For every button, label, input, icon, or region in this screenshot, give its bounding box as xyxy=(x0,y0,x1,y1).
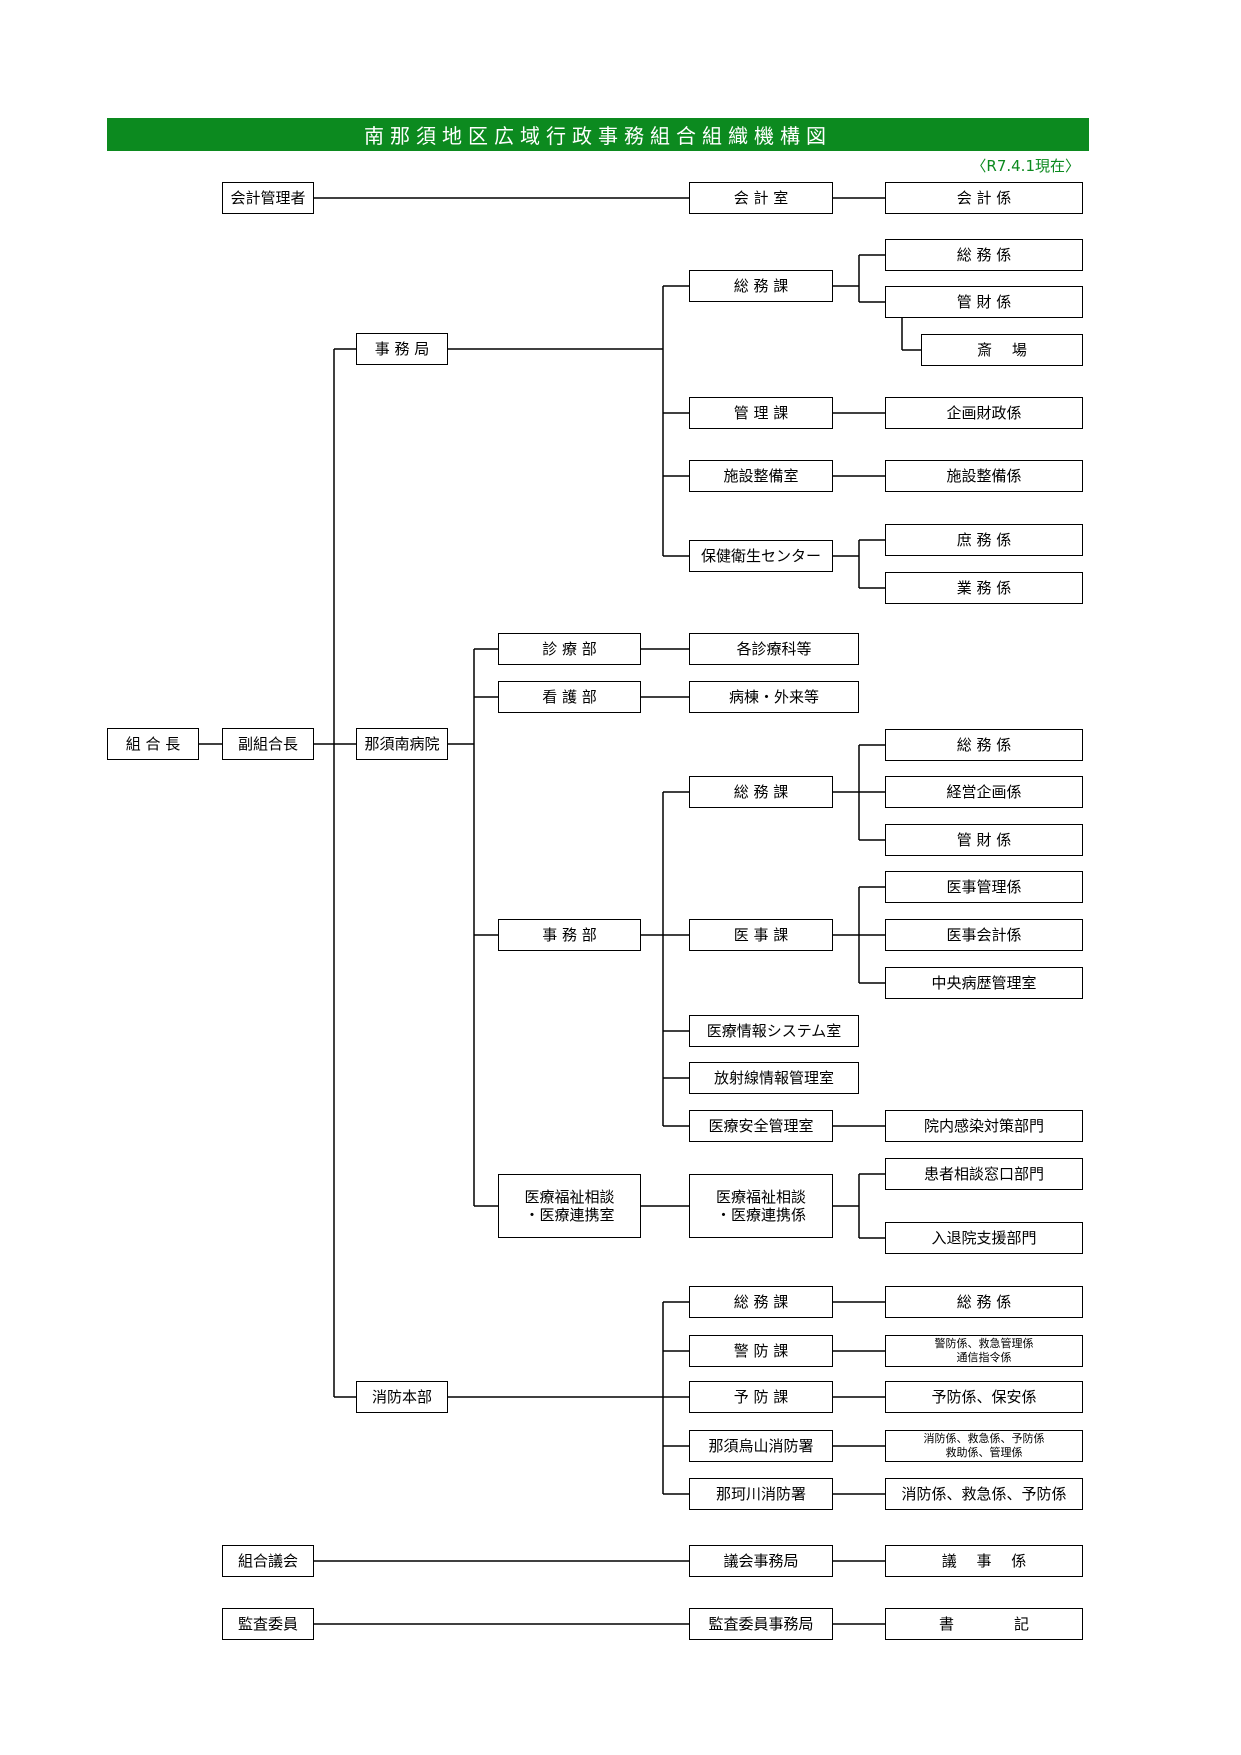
box-kaikei-kakari: 会 計 係 xyxy=(885,182,1083,214)
box-h-somu-ka: 総 務 課 xyxy=(689,776,833,808)
box-nasu-minami-byoin: 那須南病院 xyxy=(356,728,448,760)
box-kango-bu: 看 護 部 xyxy=(498,681,641,713)
box-gyomu-kakari: 業 務 係 xyxy=(885,572,1083,604)
box-keibo-kakari: 警防係、救急管理係 通信指令係 xyxy=(885,1335,1083,1367)
box-iji-ka: 医 事 課 xyxy=(689,919,833,951)
box-yobo-ka: 予 防 課 xyxy=(689,1381,833,1413)
box-keibo-ka: 警 防 課 xyxy=(689,1335,833,1367)
box-kansa-jimukyoku: 監査委員事務局 xyxy=(689,1608,833,1640)
box-karasuyama-kakari: 消防係、救急係、予防係 救助係、管理係 xyxy=(885,1430,1083,1462)
box-jk-somu-ka: 総 務 課 xyxy=(689,270,833,302)
box-shoki: 書 記 xyxy=(885,1608,1083,1640)
box-h-somu-kakari: 総 務 係 xyxy=(885,729,1083,761)
box-shisetsu-seibi-kakari: 施設整備係 xyxy=(885,460,1083,492)
box-yobo-kakari: 予防係、保安係 xyxy=(885,1381,1083,1413)
box-iryo-anzen: 医療安全管理室 xyxy=(689,1110,833,1142)
box-shinryo-bu: 診 療 部 xyxy=(498,633,641,665)
box-iryo-joho-system: 医療情報システム室 xyxy=(689,1015,859,1047)
box-shomu-kakari: 庶 務 係 xyxy=(885,524,1083,556)
box-kanja-soudan: 患者相談窓口部門 xyxy=(885,1158,1083,1190)
box-keiei-kikaku-kakari: 経営企画係 xyxy=(885,776,1083,808)
box-chuo-byoreki: 中央病歴管理室 xyxy=(885,967,1083,999)
page-title: 南那須地区広域行政事務組合組織機構図 xyxy=(107,118,1089,151)
box-f-somu-ka: 総 務 課 xyxy=(689,1286,833,1318)
box-gikai-jimukyoku: 議会事務局 xyxy=(689,1545,833,1577)
box-kikaku-zaisei-kakari: 企画財政係 xyxy=(885,397,1083,429)
box-kaku-shinryoka: 各診療科等 xyxy=(689,633,859,665)
box-shisetsu-seibi-shitsu: 施設整備室 xyxy=(689,460,833,492)
box-jk-kanzai-kakari: 管 財 係 xyxy=(885,286,1083,318)
date-note: 〈R7.4.1現在〉 xyxy=(971,157,1080,175)
box-h-kanzai-kakari: 管 財 係 xyxy=(885,824,1083,856)
box-karasuyama-sho: 那須烏山消防署 xyxy=(689,1430,833,1462)
box-jk-kanri-ka: 管 理 課 xyxy=(689,397,833,429)
box-jimu-bu: 事 務 部 xyxy=(498,919,641,951)
box-giji-kakari: 議 事 係 xyxy=(885,1545,1083,1577)
box-iji-kanri-kakari: 医事管理係 xyxy=(885,871,1083,903)
box-jk-somu-kakari: 総 務 係 xyxy=(885,239,1083,271)
box-fuku-kumiaicho: 副組合長 xyxy=(222,728,314,760)
box-fukushi-soudan-kakari: 医療福祉相談 ・医療連携係 xyxy=(689,1174,833,1238)
box-jimukyoku: 事 務 局 xyxy=(356,333,448,365)
box-kansa-iin: 監査委員 xyxy=(222,1608,314,1640)
box-saijo: 斎 場 xyxy=(921,334,1083,366)
box-kaikei-kanrisha: 会計管理者 xyxy=(222,182,314,214)
box-f-somu-kakari: 総 務 係 xyxy=(885,1286,1083,1318)
box-kumiaicho: 組 合 長 xyxy=(107,728,199,760)
box-hoshasen-joho: 放射線情報管理室 xyxy=(689,1062,859,1094)
box-byoto-gairai: 病棟・外来等 xyxy=(689,681,859,713)
box-hoken-eisei-center: 保健衛生センター xyxy=(689,540,833,572)
box-shobo-honbu: 消防本部 xyxy=(356,1381,448,1413)
box-innai-kansen: 院内感染対策部門 xyxy=(885,1110,1083,1142)
box-nyutaiin-shien: 入退院支援部門 xyxy=(885,1222,1083,1254)
box-iji-kaikei-kakari: 医事会計係 xyxy=(885,919,1083,951)
box-nakagawa-sho: 那珂川消防署 xyxy=(689,1478,833,1510)
box-kumiai-gikai: 組合議会 xyxy=(222,1545,314,1577)
box-kaikei-shitsu: 会 計 室 xyxy=(689,182,833,214)
box-nakagawa-kakari: 消防係、救急係、予防係 xyxy=(885,1478,1083,1510)
box-fukushi-soudan-shitsu: 医療福祉相談 ・医療連携室 xyxy=(498,1174,641,1238)
